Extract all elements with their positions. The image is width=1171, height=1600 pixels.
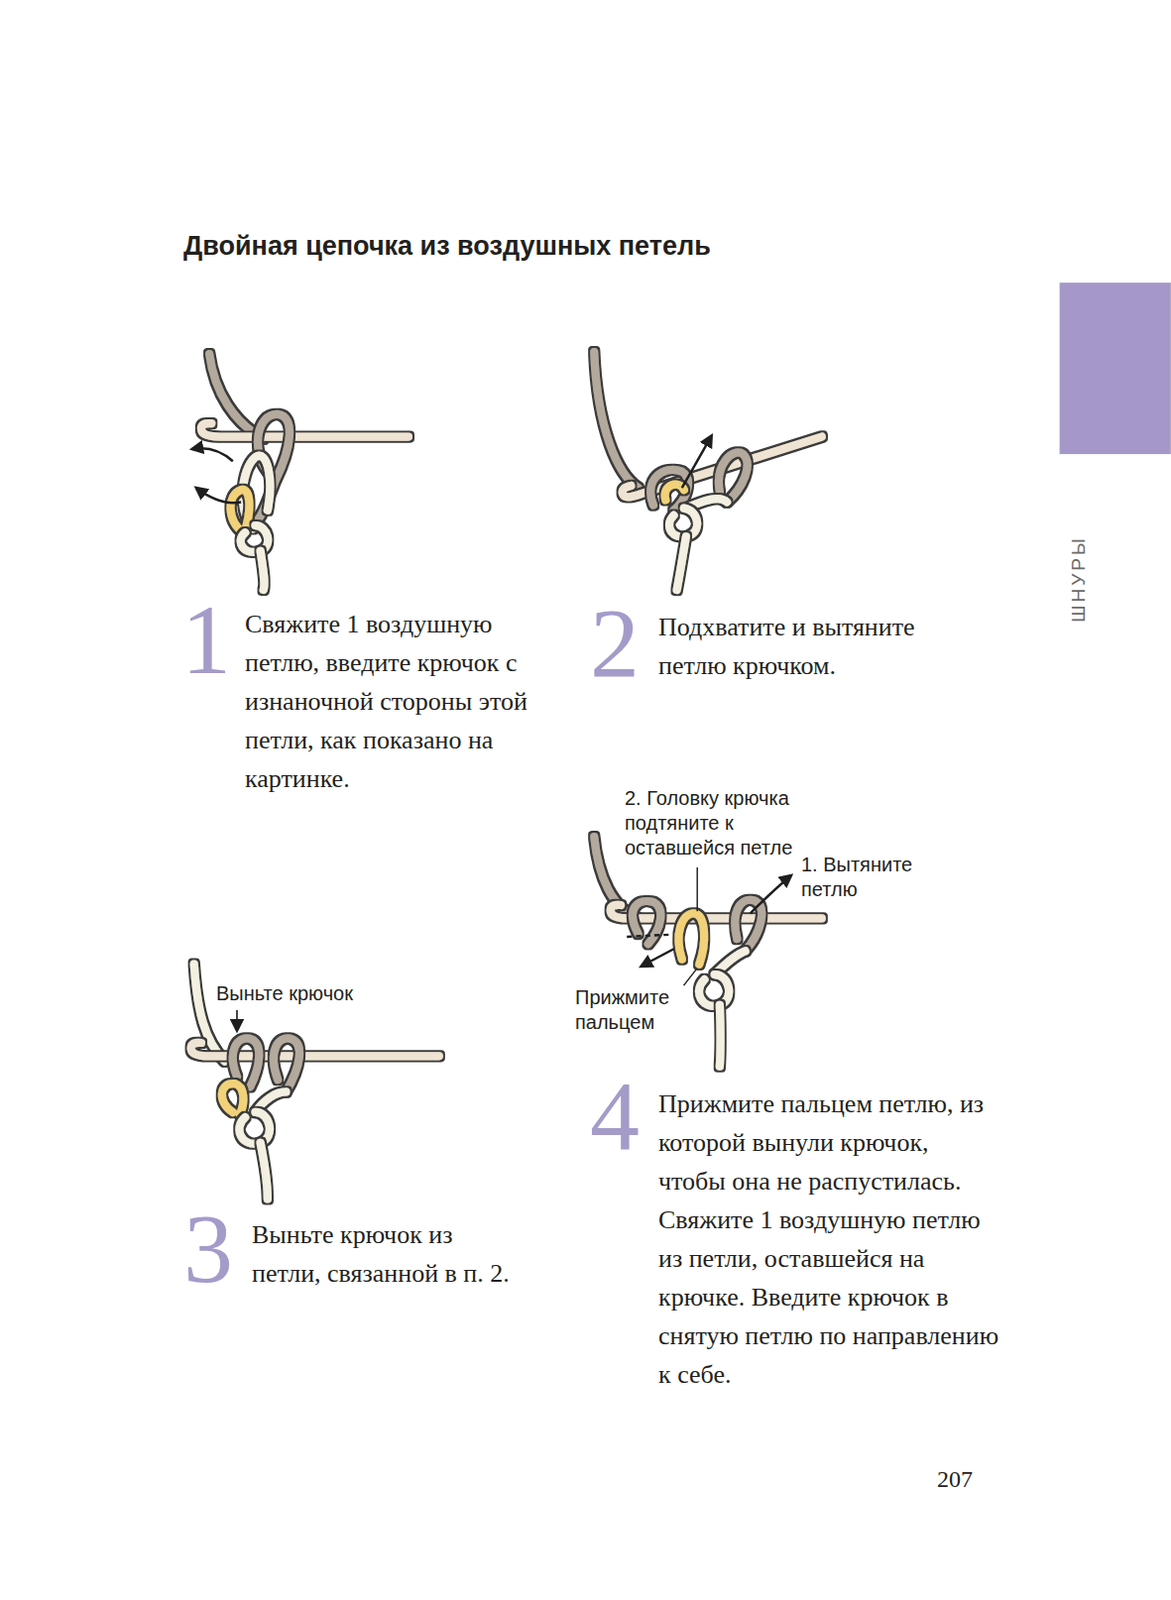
step-number: 1	[181, 590, 232, 691]
step-text: Прижмите пальцем петлю, из которой вынул…	[658, 1084, 1001, 1395]
step-text: Свяжите 1 воздушную петлю, введите крючо…	[244, 604, 531, 799]
step-number: 2	[589, 593, 640, 694]
figure-1	[192, 353, 409, 590]
figure-3	[191, 964, 440, 1200]
section-tab	[1059, 282, 1171, 455]
callout-label: Прижмите пальцем	[575, 985, 685, 1036]
page-number: 207	[936, 1465, 973, 1495]
step-number: 4	[589, 1066, 640, 1167]
figure-2	[593, 351, 822, 590]
page-title: Двойная цепочка из воздушных петель	[183, 230, 711, 262]
step-text: Подхватите и вытяните петлю крючком.	[658, 607, 956, 686]
step-number: 3	[183, 1199, 234, 1299]
callout-label: 1. Вытяните петлю	[801, 852, 931, 903]
section-name: ШНУРЫ	[1067, 535, 1090, 623]
callout-label: Выньте крючок	[216, 981, 353, 1007]
step-text: Выньте крючок из петли, связанной в п. 2…	[251, 1215, 528, 1293]
callout-label: 2. Головку крючка подтяните к оставшейся…	[624, 786, 823, 861]
